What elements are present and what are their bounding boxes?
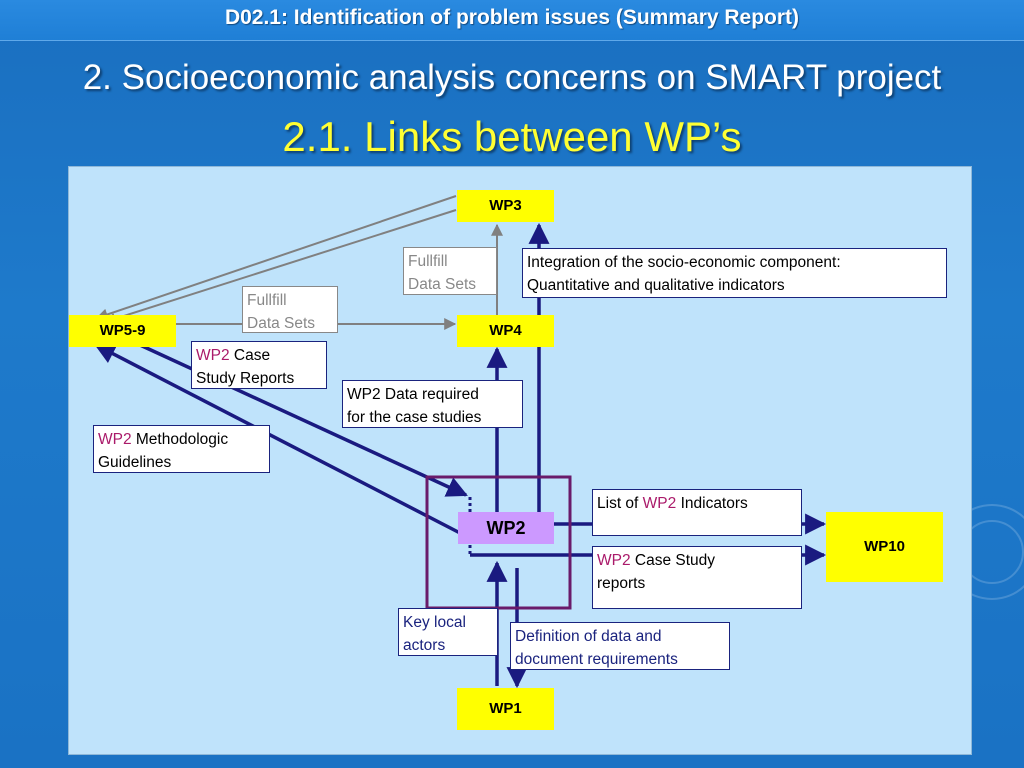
wp5-9-box: WP5-9 xyxy=(69,315,176,347)
wp2-highlight-frame xyxy=(425,475,572,610)
wp4-label: WP4 xyxy=(489,322,522,339)
arrow-wp2-to-wp59 xyxy=(94,343,461,535)
wp10-box: WP10 xyxy=(826,512,943,582)
integration-label: Integration of the socio-economic compon… xyxy=(522,248,947,298)
wp5-9-label: WP5-9 xyxy=(99,322,146,339)
wp1-label: WP1 xyxy=(489,700,522,717)
methodologic-line2: Guidelines xyxy=(98,454,172,471)
case-study-reports-right-label: WP2 Case Study reports xyxy=(592,546,802,609)
methodologic-text: Methodologic xyxy=(131,431,229,448)
definition-label: Definition of data and document requirem… xyxy=(510,622,730,670)
wp4-box: WP4 xyxy=(457,315,554,347)
methodologic-line1: WP2 Methodologic xyxy=(98,428,265,451)
wp2-prefix: WP2 xyxy=(642,495,677,512)
fulfill-top-line1: Fullfill xyxy=(408,253,448,270)
methodologic-guidelines-label: WP2 Methodologic Guidelines xyxy=(93,425,270,473)
wp3-label: WP3 xyxy=(489,197,522,214)
case-study-right-line2: reports xyxy=(597,575,646,592)
case-study-top-line1: WP2 Case xyxy=(196,344,322,367)
definition-line2: document requirements xyxy=(515,651,678,668)
key-actors-line1: Key local xyxy=(403,614,466,631)
wp2-box: WP2 xyxy=(458,512,554,544)
case-study-right-line1: WP2 Case Study xyxy=(597,549,797,572)
integration-line2: Quantitative and qualitative indicators xyxy=(527,277,785,294)
case-study-top-line2: Study Reports xyxy=(196,370,295,387)
fulfill-left-line2: Data Sets xyxy=(247,315,316,332)
fulfill-top-line2: Data Sets xyxy=(408,276,477,293)
key-local-actors-label: Key local actors xyxy=(398,608,498,656)
banner-text: D02.1: Identification of problem issues … xyxy=(224,6,800,29)
wp2-prefix: WP2 xyxy=(597,552,631,569)
wp2-prefix: WP2 xyxy=(196,347,230,364)
page-subtitle: 2.1. Links between WP’s xyxy=(282,113,742,160)
wp1-box: WP1 xyxy=(457,688,554,730)
case-study-right-text: Case Study xyxy=(630,552,716,569)
fulfill-data-sets-label-top: Fullfill Data Sets xyxy=(403,247,497,295)
fulfill-data-sets-label-left: Fullfill Data Sets xyxy=(242,286,338,333)
data-required-line1: WP2 Data required xyxy=(347,386,479,403)
wp10-label: WP10 xyxy=(864,538,905,555)
fulfill-left-line1: Fullfill xyxy=(247,292,287,309)
arrow-wp3-to-wp59-b xyxy=(103,209,457,325)
data-required-line2: for the case studies xyxy=(347,409,482,426)
indicators-pre: List of xyxy=(597,495,643,512)
case-study-reports-label: WP2 Case Study Reports xyxy=(191,341,327,389)
key-actors-line2: actors xyxy=(403,637,446,654)
definition-line1: Definition of data and xyxy=(515,628,662,645)
indicators-label: List of WP2 Indicators xyxy=(592,489,802,536)
wp3-box: WP3 xyxy=(457,190,554,222)
wp2-label: WP2 xyxy=(486,518,526,538)
case-study-top-text: Case xyxy=(229,347,271,364)
wp2-prefix: WP2 xyxy=(98,431,132,448)
indicators-post: Indicators xyxy=(676,495,748,512)
header-banner: D02.1: Identification of problem issues … xyxy=(0,0,1024,41)
integration-line1: Integration of the socio-economic compon… xyxy=(527,254,841,271)
indicators-line: List of WP2 Indicators xyxy=(597,492,797,515)
data-required-label: WP2 Data required for the case studies xyxy=(342,380,523,428)
page-title: 2. Socioeconomic analysis concerns on SM… xyxy=(82,58,942,97)
arrow-wp3-to-wp59-a xyxy=(95,195,457,321)
